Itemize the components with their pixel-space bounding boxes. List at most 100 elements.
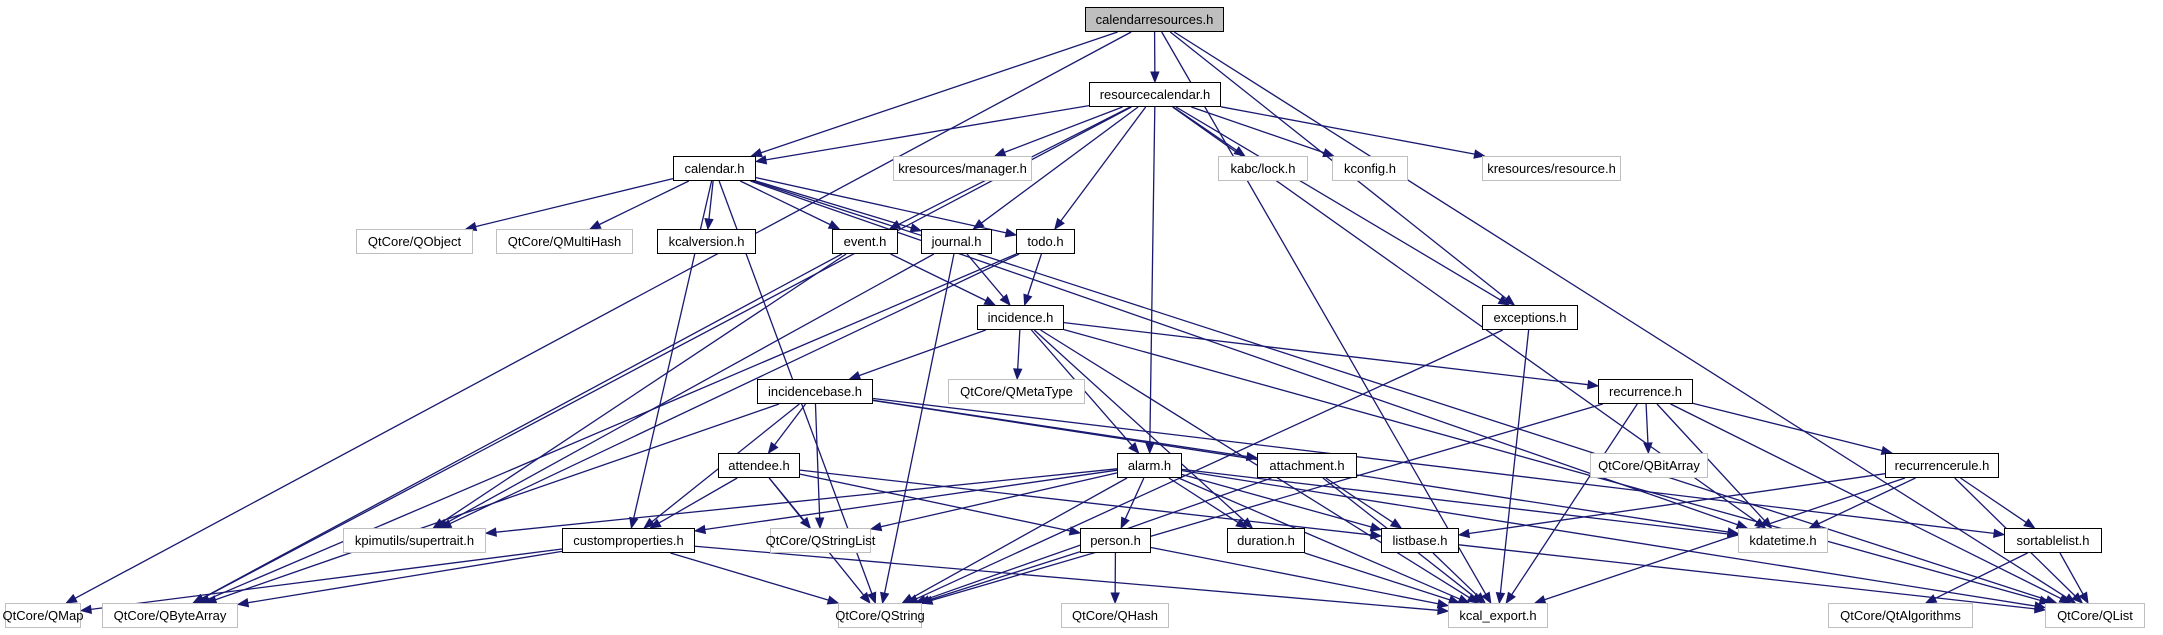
node-sortablelist[interactable]: sortablelist.h — [2004, 528, 2102, 553]
arrowhead-icon — [2023, 518, 2036, 529]
arrowhead-icon — [754, 155, 768, 165]
edge-calendarresources-to-qmap — [74, 31, 1132, 599]
node-incidence[interactable]: incidence.h — [977, 305, 1064, 330]
arrowhead-icon — [1993, 528, 2006, 539]
node-customproperties[interactable]: customproperties.h — [562, 528, 695, 553]
edge-alarm-to-supertrait — [495, 468, 1118, 533]
arrowhead-icon — [767, 441, 779, 455]
node-qtalgorithms: QtCore/QtAlgorithms — [1828, 603, 1973, 628]
edge-alarm-to-qstringlist — [880, 472, 1118, 528]
node-incidencebase[interactable]: incidencebase.h — [757, 379, 873, 404]
node-calendar[interactable]: calendar.h — [673, 156, 756, 181]
arrowhead-icon — [1497, 295, 1511, 306]
arrowhead-icon — [1023, 293, 1033, 307]
arrowhead-icon — [79, 604, 93, 614]
arrowhead-icon — [1587, 379, 1600, 390]
arrowhead-icon — [1004, 228, 1018, 238]
edge-calendar-to-journal — [755, 180, 912, 229]
edge-customproperties-to-qstring — [670, 552, 829, 601]
arrowhead-icon — [1436, 599, 1450, 609]
node-qmetatype: QtCore/QMetaType — [948, 379, 1085, 404]
node-recurrence[interactable]: recurrence.h — [1598, 379, 1693, 404]
edge-recurrencerule-to-listbase — [1468, 473, 1886, 535]
arrowhead-icon — [1369, 522, 1383, 532]
arrowhead-icon — [827, 220, 841, 230]
arrowhead-icon — [1474, 592, 1486, 604]
arrowhead-icon — [909, 223, 923, 233]
node-attendee[interactable]: attendee.h — [718, 453, 800, 478]
arrowhead-icon — [693, 524, 707, 535]
node-alarm[interactable]: alarm.h — [1117, 453, 1182, 478]
arrowhead-icon — [999, 293, 1011, 307]
edge-todo-to-incidence — [1027, 253, 1043, 296]
node-todo[interactable]: todo.h — [1016, 229, 1075, 254]
arrowhead-icon — [2058, 594, 2072, 604]
arrowhead-icon — [1235, 518, 1248, 529]
arrowhead-icon — [1145, 442, 1155, 455]
arrowhead-icon — [1389, 518, 1403, 529]
edge-customproperties-to-qmap — [90, 548, 563, 611]
edge-todo-to-supertrait — [449, 253, 1020, 525]
arrowhead-icon — [1013, 368, 1023, 381]
edge-customproperties-to-kcalexport — [694, 545, 1439, 611]
node-calendarresources[interactable]: calendarresources.h — [1085, 7, 1224, 32]
edge-event-to-incidence — [890, 253, 987, 302]
arrowhead-icon — [198, 594, 211, 604]
edge-journal-to-supertrait — [445, 253, 935, 524]
arrowhead-icon — [1924, 594, 1938, 604]
arrowhead-icon — [1505, 591, 1516, 605]
arrowhead-icon — [1128, 441, 1140, 455]
edge-todo-to-qbytearray — [208, 253, 1017, 600]
arrowhead-icon — [2078, 591, 2089, 605]
node-kcalversion[interactable]: kcalversion.h — [657, 229, 756, 254]
edge-customproperties-to-qbytearray — [247, 550, 563, 604]
edge-recurrence-to-recurrencerule — [1692, 402, 1883, 452]
edge-alarm-to-listbase — [1181, 473, 1372, 528]
edge-sortablelist-to-qlist — [2059, 552, 2084, 595]
node-person[interactable]: person.h — [1080, 528, 1151, 553]
edge-incidence-to-qlist — [1063, 328, 2041, 601]
node-listbase[interactable]: listbase.h — [1381, 528, 1459, 553]
edge-sortablelist-to-qtalgorithms — [1934, 552, 2028, 600]
edge-attendee-to-customproperties — [658, 477, 738, 524]
edge-duration-to-kcalexport — [1304, 552, 1451, 601]
edge-calendar-to-kcalversion — [708, 180, 714, 220]
edge-person-to-qstring — [928, 551, 1081, 601]
edge-incidence-to-recurrence — [1063, 322, 1589, 386]
edge-calendar-to-qobject — [475, 177, 674, 228]
edge-recurrence-to-qstring — [931, 403, 1603, 602]
node-recurrencerule[interactable]: recurrencerule.h — [1885, 453, 1999, 478]
node-qobject: QtCore/QObject — [356, 229, 473, 254]
arrowhead-icon — [1457, 594, 1471, 604]
node-supertrait: kpimutils/supertrait.h — [343, 528, 486, 553]
edge-recurrencerule-to-kcalexport — [1544, 477, 1906, 601]
arrowhead-icon — [236, 598, 250, 608]
arrowhead-icon — [588, 220, 602, 230]
node-exceptions[interactable]: exceptions.h — [1482, 305, 1578, 330]
edge-resourcecalendar-to-alarm — [1149, 106, 1156, 444]
node-qbytearray: QtCore/QByteArray — [102, 603, 238, 628]
edge-attendee-to-person — [799, 473, 1071, 532]
node-duration[interactable]: duration.h — [1227, 528, 1305, 553]
edge-incidence-to-kcalexport — [1040, 329, 1470, 599]
edge-resourcecalendar-to-exceptions — [1175, 106, 1501, 301]
arrowhead-icon — [901, 593, 914, 604]
edge-recurrence-to-kcalexport — [1511, 403, 1638, 596]
node-journal[interactable]: journal.h — [921, 229, 992, 254]
node-event[interactable]: event.h — [832, 229, 898, 254]
edge-listbase-to-kcalexport — [1432, 552, 1479, 597]
node-attachment[interactable]: attachment.h — [1257, 453, 1357, 478]
arrowhead-icon — [1120, 516, 1130, 530]
edge-exceptions-to-kcalexport — [1499, 329, 1530, 594]
edge-journal-to-qstring — [883, 253, 955, 594]
arrowhead-icon — [65, 593, 78, 604]
edge-journal-to-incidence — [966, 253, 1005, 298]
arrowhead-icon — [1110, 592, 1120, 605]
arrowhead-icon — [869, 522, 883, 532]
node-resourcecalendar[interactable]: resourcecalendar.h — [1089, 82, 1221, 107]
edge-calendar-to-event — [739, 180, 831, 226]
node-qstring: QtCore/QString — [835, 603, 925, 628]
arrowhead-icon — [1150, 71, 1160, 84]
